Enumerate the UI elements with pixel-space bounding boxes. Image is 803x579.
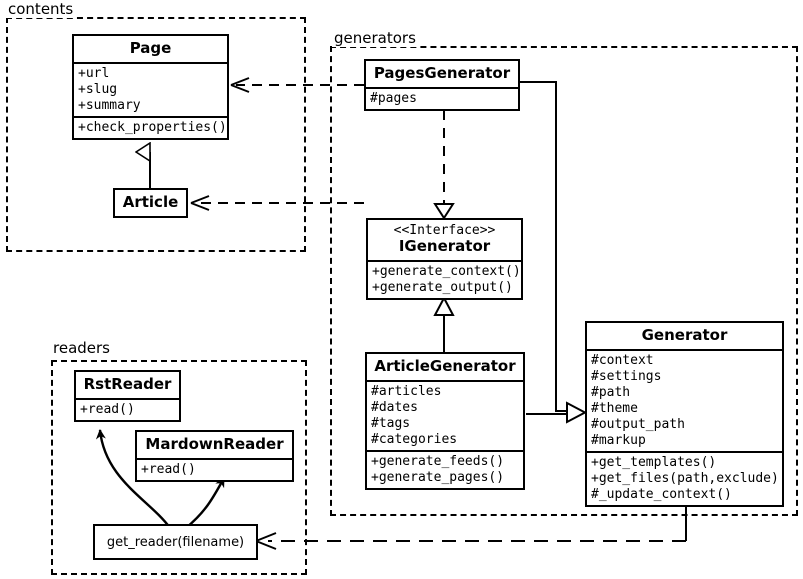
class-member: #categories	[371, 432, 458, 447]
class-articlegenerator[interactable]: ArticleGenerator #articles #dates #tags …	[365, 352, 525, 490]
class-mardownreader-name: MardownReader	[145, 435, 284, 453]
class-igenerator[interactable]: <<Interface>> IGenerator +generate_conte…	[366, 218, 523, 300]
class-member: #articles	[371, 384, 442, 399]
class-generator[interactable]: Generator #context #settings #path #them…	[585, 321, 784, 507]
class-member: +generate_pages()	[371, 470, 505, 485]
class-rstreader-name: RstReader	[83, 375, 172, 393]
function-get-reader-label: get_reader(filename)	[106, 534, 245, 550]
class-member: +slug	[78, 82, 118, 97]
edge-getreader-to-rstreader	[95, 429, 171, 529]
class-member: #path	[591, 385, 631, 400]
class-page-name: Page	[129, 39, 172, 57]
class-member: +generate_feeds()	[371, 454, 505, 469]
class-article-name: Article	[122, 193, 179, 211]
class-member: +summary	[78, 98, 141, 113]
class-igenerator-name: IGenerator	[398, 237, 491, 255]
class-article[interactable]: Article	[113, 188, 188, 218]
class-member: #tags	[371, 416, 411, 431]
class-articlegenerator-attributes: #articles #dates #tags #categories	[367, 380, 523, 450]
edge-articlegenerator-to-generator	[526, 401, 588, 424]
class-member: +get_files(path,exclude)	[591, 471, 779, 486]
edge-articlegenerator-to-article	[190, 195, 364, 211]
class-member: +get_templates()	[591, 455, 717, 470]
class-member: +generate_output()	[372, 280, 513, 295]
edge-pagesgenerator-to-generator	[520, 81, 566, 412]
class-rstreader[interactable]: RstReader +read()	[74, 370, 181, 422]
class-member: #markup	[591, 433, 646, 448]
class-rstreader-methods: +read()	[76, 398, 179, 420]
class-member: #_update_context()	[591, 487, 732, 502]
edge-getreader-to-mardownreader	[185, 477, 226, 529]
package-contents-label: contents	[6, 1, 77, 18]
class-member: +url	[78, 66, 110, 81]
package-generators-label: generators	[332, 30, 419, 47]
class-page-methods: +check_properties()	[74, 116, 227, 138]
package-generators	[330, 46, 798, 516]
class-member: #theme	[591, 401, 638, 416]
class-pagesgenerator-attributes: #pages	[366, 87, 518, 109]
class-member: #settings	[591, 369, 662, 384]
class-member: +read()	[80, 402, 135, 417]
class-articlegenerator-methods: +generate_feeds() +generate_pages()	[367, 450, 523, 488]
class-articlegenerator-name: ArticleGenerator	[374, 357, 516, 375]
class-page[interactable]: Page +url +slug +summary +check_properti…	[72, 34, 229, 140]
class-generator-attributes: #context #settings #path #theme #output_…	[587, 349, 782, 451]
class-member: #pages	[370, 91, 417, 106]
edge-generator-to-getreader	[255, 504, 687, 550]
class-mardownreader[interactable]: MardownReader +read()	[135, 430, 294, 482]
edge-articlegenerator-to-igenerator	[433, 295, 455, 352]
class-mardownreader-methods: +read()	[137, 458, 292, 480]
package-readers-label: readers	[51, 340, 113, 357]
class-member: +read()	[141, 462, 196, 477]
class-member: +generate_context()	[372, 264, 521, 279]
class-igenerator-methods: +generate_context() +generate_output()	[368, 260, 521, 298]
class-member: +check_properties()	[78, 120, 227, 135]
edge-pagesgenerator-to-page	[230, 77, 364, 93]
class-member: #dates	[371, 400, 418, 415]
class-generator-name: Generator	[641, 326, 728, 344]
edge-pagesgenerator-to-igenerator	[433, 110, 455, 220]
class-generator-methods: +get_templates() +get_files(path,exclude…	[587, 451, 782, 505]
package-contents	[6, 17, 306, 252]
function-get-reader[interactable]: get_reader(filename)	[93, 524, 258, 560]
class-igenerator-stereotype: <<Interface>>	[393, 223, 496, 238]
class-pagesgenerator[interactable]: PagesGenerator #pages	[364, 59, 520, 111]
class-pagesgenerator-name: PagesGenerator	[373, 64, 511, 82]
package-readers	[51, 360, 307, 575]
class-member: #output_path	[591, 417, 685, 432]
class-member: #context	[591, 353, 654, 368]
class-page-attributes: +url +slug +summary	[74, 62, 227, 116]
